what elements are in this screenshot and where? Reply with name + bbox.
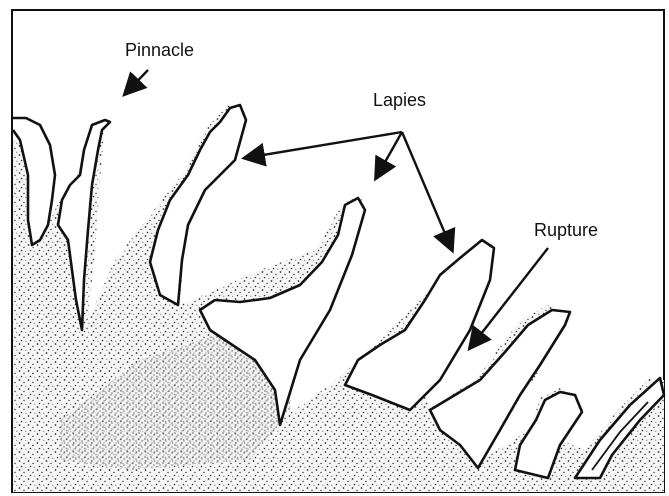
lapies-label: Lapies xyxy=(373,90,426,110)
rupture-label: Rupture xyxy=(534,220,598,240)
pinnacle-label: Pinnacle xyxy=(125,40,194,60)
lapies-arrow-2 xyxy=(376,132,402,178)
lapies-arrow-1 xyxy=(245,132,402,158)
pinnacle-arrow xyxy=(125,70,148,94)
lapies-arrow-3 xyxy=(402,132,452,250)
